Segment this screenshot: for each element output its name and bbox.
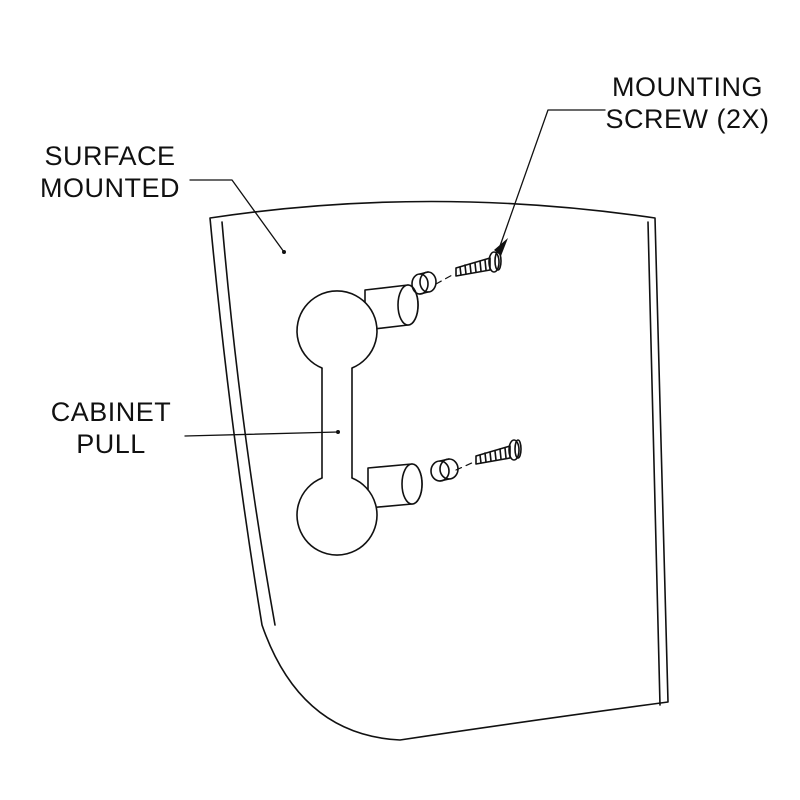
alignment-lines [435,273,475,471]
cabinet-pull-label: CABINET PULL [36,396,186,460]
cabinet-door-panel [209,200,669,741]
leader-lines [184,109,606,437]
surface-mounted-label-line1: SURFACE [44,141,176,171]
lower-mounting-screw [475,439,522,465]
surface-leader-dot [282,250,286,254]
cabinet-pull-label-line1: CABINET [50,397,172,427]
screw-leader-arrowhead [494,238,508,256]
mounting-screw-label: MOUNTING SCREW (2X) [585,71,790,135]
upper-mounting-screw [455,251,502,277]
cabinet-pull [296,284,423,556]
cabinet-pull-label-line2: PULL [76,429,146,459]
mounting-screw-label-line2: SCREW (2X) [605,104,770,134]
surface-mounted-label: SURFACE MOUNTED [30,140,190,204]
pull-leader-dot [336,430,340,434]
mounting-screw-label-line1: MOUNTING [612,72,763,102]
lower-spacer [430,458,459,482]
upper-spacer [411,271,437,295]
surface-mounted-label-line2: MOUNTED [40,173,180,203]
